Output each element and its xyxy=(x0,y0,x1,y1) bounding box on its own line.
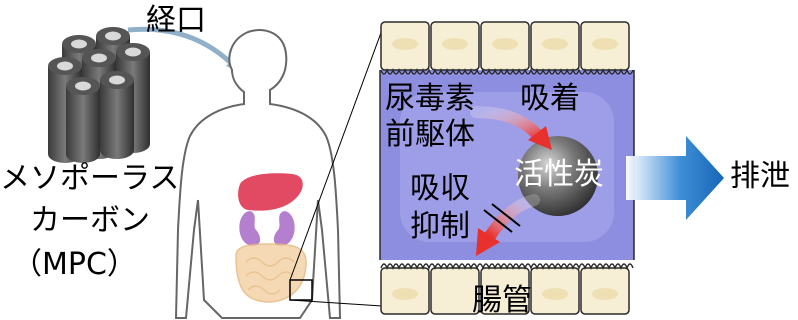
absorption-label-line1: 吸収 xyxy=(410,174,470,204)
precursor-label-line1: 尿毒素 xyxy=(385,84,475,114)
absorption-label-line2: 抑制 xyxy=(410,212,470,242)
oral-label: 経口 xyxy=(146,6,206,36)
cylinder-front-row xyxy=(66,71,134,163)
mpc-label-line2: カーボン xyxy=(30,206,150,236)
excretion-arrow xyxy=(626,136,724,220)
mpc-label-line1: メソポーラス xyxy=(0,164,179,194)
mpc-cylinder-bundle-icon xyxy=(48,27,150,163)
mpc-label-line3: （MPC） xyxy=(12,250,137,280)
excretion-label: 排泄 xyxy=(730,162,790,192)
activated-carbon-label: 活性炭 xyxy=(514,160,604,190)
intestine-label: 腸管 xyxy=(472,286,532,316)
precursor-label-line2: 前駆体 xyxy=(385,120,475,150)
adsorption-label: 吸着 xyxy=(520,84,580,114)
